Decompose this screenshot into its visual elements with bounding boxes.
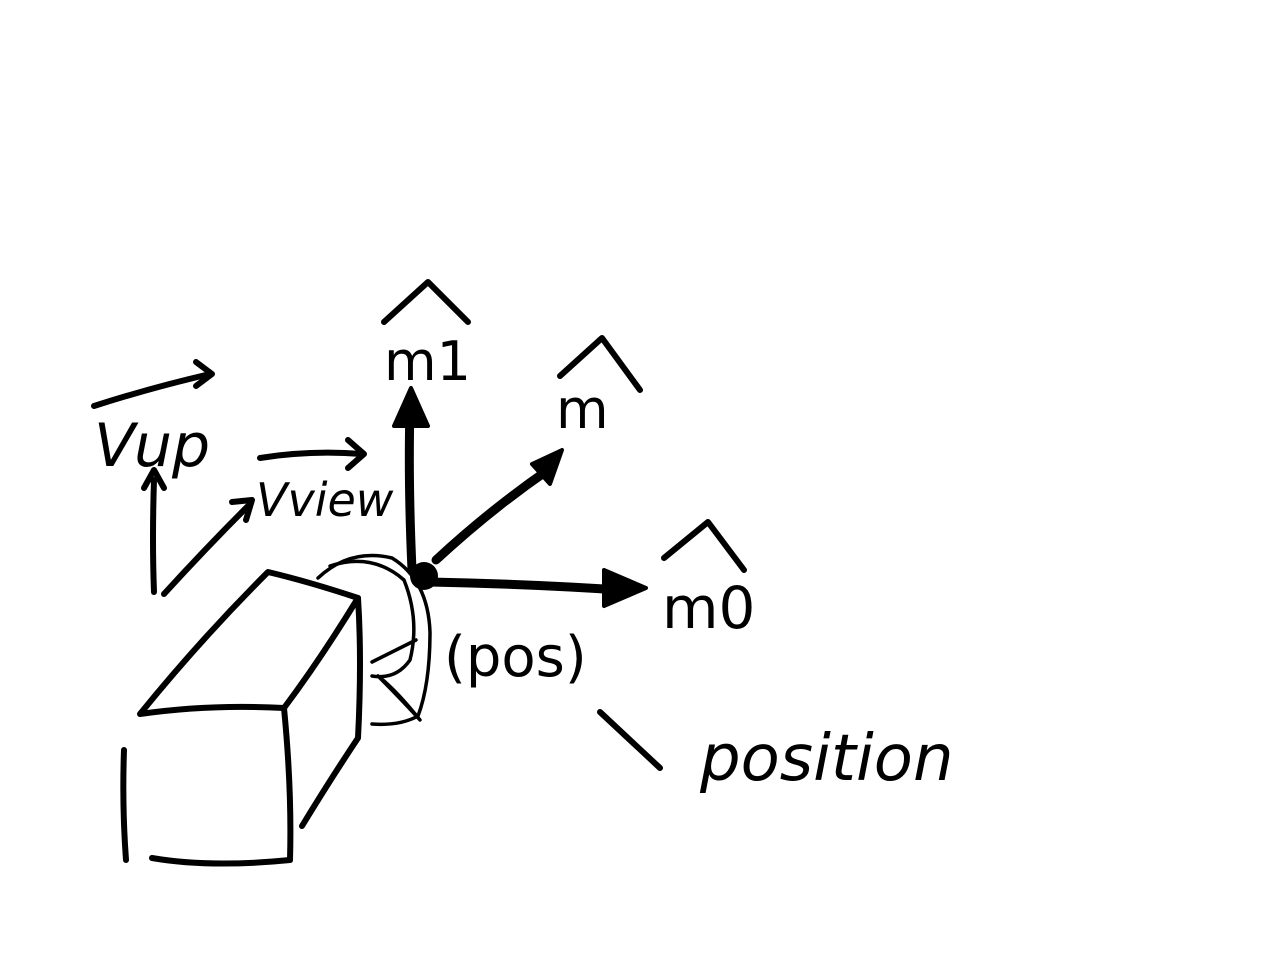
label-position: position: [699, 722, 954, 796]
hat-m1: [381, 279, 471, 325]
label-pos: (pos): [444, 625, 587, 690]
vector-m-arrow: [431, 448, 564, 565]
vector-vview-arrow: [161, 437, 367, 597]
label-m: m: [556, 378, 609, 441]
vector-m1-arrow: [392, 386, 430, 575]
camera-lens-sketch: [316, 553, 432, 727]
position-leader-line: [597, 709, 663, 771]
hat-m0: [661, 519, 747, 573]
vector-m0-arrow: [425, 568, 648, 608]
label-v-view: Vview: [256, 473, 394, 527]
box-sketch: [120, 569, 363, 867]
hat-m: [557, 335, 643, 393]
label-v-up: Vup: [94, 411, 210, 481]
vector-vup-arrow: [91, 359, 215, 595]
label-m0: m0: [662, 574, 755, 642]
label-m1: m1: [384, 330, 471, 393]
